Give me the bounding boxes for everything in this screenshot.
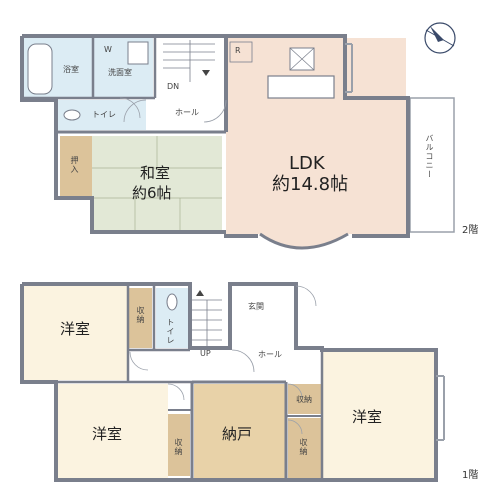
- shuno-d-area: [288, 418, 322, 478]
- stairs-1f: [192, 299, 222, 346]
- walls-2f: [20, 34, 410, 238]
- shuno-b-area: [168, 414, 190, 476]
- hall-1f-label: ホール: [258, 350, 282, 359]
- dn-label: DN: [167, 82, 180, 91]
- refrigerator-label: R: [235, 46, 241, 55]
- up-label: UP: [200, 349, 211, 358]
- yoshitsu-a-label: 洋室: [60, 320, 91, 338]
- refrigerator-space: [229, 41, 253, 63]
- ldk-label: LDK: [289, 153, 325, 174]
- oshiire-area: [60, 136, 92, 196]
- toilet-2f-fixture: [63, 109, 81, 121]
- yoshitsu-c-label: 洋室: [352, 408, 383, 426]
- door-swings-1f: [129, 285, 317, 435]
- floor-2-label: 2階: [462, 225, 479, 236]
- walls-1f: [20, 282, 438, 482]
- windows-2f: [345, 43, 353, 93]
- hall-2f-label: ホール: [175, 108, 199, 117]
- windows-1f: [436, 375, 445, 441]
- shuno-a-area: [128, 288, 152, 348]
- bath-label: 浴室: [63, 65, 79, 74]
- stairs-2f: [163, 40, 215, 82]
- oshiire-label: 押入: [70, 156, 79, 174]
- tatami-lines: [92, 136, 222, 230]
- door-swings-2f: [119, 97, 227, 123]
- wash-w-label: W: [104, 45, 112, 54]
- floor-1: [20, 282, 445, 482]
- kitchen-counter: [267, 75, 335, 99]
- ldk-area: [226, 38, 406, 234]
- washbasin: [127, 41, 149, 65]
- shuno-c-area: [288, 384, 322, 414]
- stairs-arrow-1f-icon: [196, 290, 204, 296]
- nando-label: 納戸: [222, 425, 253, 443]
- genkan-label: 玄関: [248, 302, 264, 311]
- washitsu-size-label: 約6帖: [132, 184, 172, 202]
- balcony-area: [409, 97, 455, 233]
- yoshitsu-b-area: [58, 384, 168, 478]
- toilet-2f-label: トイレ: [92, 110, 116, 119]
- yoshitsu-c-area: [322, 352, 434, 478]
- shuno-b-label: 収納: [174, 438, 183, 456]
- stairs-arrow-2f-icon: [202, 70, 210, 76]
- north-arrow-icon: [424, 22, 456, 54]
- yoshitsu-b-label: 洋室: [92, 425, 123, 443]
- bay-window: [259, 232, 349, 250]
- shuno-a-label: 収納: [136, 306, 145, 324]
- shuno-d-label: 収納: [299, 438, 308, 456]
- washroom-label: 洗面室: [108, 68, 132, 77]
- balcony-label: バルコニー: [425, 134, 434, 179]
- floor-2: [20, 34, 455, 250]
- washitsu-label: 和室: [140, 164, 171, 182]
- shuno-c-label: 収納: [296, 395, 312, 404]
- yoshitsu-a-area: [24, 286, 128, 380]
- toilet-1f-label: トイレ: [166, 318, 175, 345]
- ldk-size-label: 約14.8帖: [272, 174, 349, 195]
- floor-1-label: 1階: [462, 470, 479, 481]
- nando-area: [194, 384, 286, 478]
- bathtub: [27, 43, 53, 95]
- toilet-1f-fixture: [166, 293, 178, 311]
